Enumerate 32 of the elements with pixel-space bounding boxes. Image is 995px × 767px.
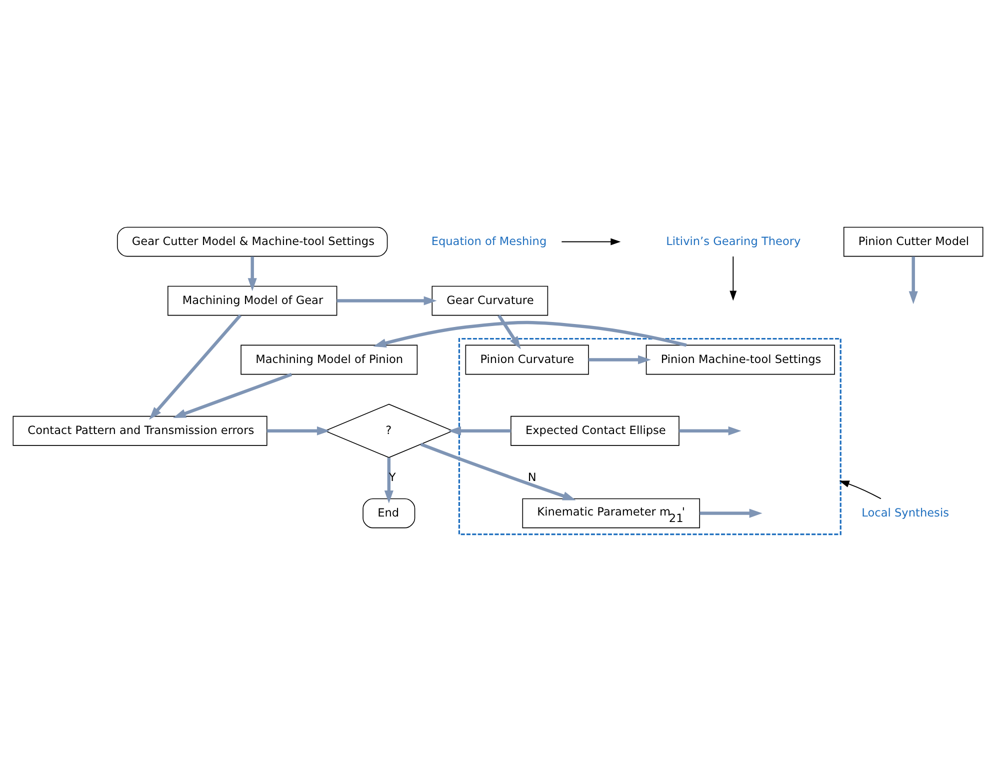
arrow xyxy=(148,314,242,420)
arrow xyxy=(838,480,881,499)
arrow xyxy=(336,296,436,305)
arrow xyxy=(448,426,510,435)
arrow xyxy=(560,238,620,245)
arrow xyxy=(908,256,918,304)
arrow xyxy=(384,457,393,503)
node-box: Contact Pattern and Transmission errors xyxy=(12,415,267,446)
node-diamond: ? xyxy=(324,403,454,458)
node-box: Gear Curvature xyxy=(431,285,548,316)
node-text: Local Synthesis xyxy=(861,506,948,519)
node-box: Machining Model of Gear xyxy=(167,285,337,316)
arrow xyxy=(172,372,292,418)
node-box: Pinion Machine-tool Settings xyxy=(645,344,834,374)
arrow xyxy=(247,256,256,291)
arrow xyxy=(266,426,330,435)
arrow xyxy=(729,255,736,300)
node-text: Litivin’s Gearing Theory xyxy=(666,234,800,248)
arrow xyxy=(699,508,762,518)
arrow xyxy=(678,426,741,435)
node-box: End xyxy=(362,498,415,528)
arrow xyxy=(420,442,576,500)
node-box: Pinion Cutter Model xyxy=(842,226,983,256)
node-box: Machining Model of Pinion xyxy=(240,344,418,374)
arrow xyxy=(588,354,650,364)
node-box: Gear Cutter Model & Machine-tool Settings xyxy=(116,226,388,256)
node-box: Pinion Curvature xyxy=(464,344,588,374)
node-box: Expected Contact Ellipse xyxy=(510,415,679,446)
arrow xyxy=(497,314,520,349)
edge-label: Y xyxy=(388,470,396,484)
edge-label: N xyxy=(527,470,536,484)
node-text: Equation of Meshing xyxy=(430,234,546,248)
